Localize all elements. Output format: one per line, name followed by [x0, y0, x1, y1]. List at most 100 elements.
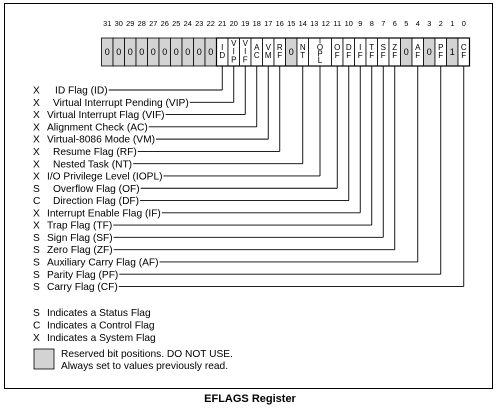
flag-label: Direction Flag (DF) [53, 196, 139, 207]
flag-label: Sign Flag (SF) [47, 233, 113, 244]
flag-type-C: C [33, 196, 40, 207]
flag-type-S: S [33, 184, 40, 195]
bit-number-8: 8 [370, 19, 374, 28]
flag-label: Overflow Flag (OF) [53, 184, 140, 195]
legend-key-C: C [33, 320, 40, 331]
flag-type-X: X [33, 135, 40, 146]
bit-number-19: 19 [241, 19, 249, 28]
register-outline [215, 37, 471, 67]
flag-type-S: S [33, 245, 40, 256]
bit-number-13: 13 [310, 19, 318, 28]
reserved-note-line: Always set to values previously read. [61, 361, 228, 372]
flag-type-X: X [33, 221, 40, 232]
bit-number-5: 5 [404, 19, 408, 28]
reserved-note-line: Reserved bit positions. DO NOT USE. [61, 349, 233, 360]
bit-number-29: 29 [126, 19, 134, 28]
register-cell-text: 0 [185, 47, 190, 57]
bit-number-28: 28 [138, 19, 146, 28]
flag-label: Parity Flag (PF) [47, 270, 118, 281]
flag-label: Resume Flag (RF) [53, 147, 137, 158]
bit-number-14: 14 [299, 19, 307, 28]
register-cell-text: 0 [151, 47, 156, 57]
bit-number-11: 11 [333, 19, 341, 28]
register-cell-text: 0 [162, 47, 167, 57]
legend-key-X: X [33, 333, 40, 344]
flag-type-X: X [33, 110, 40, 121]
bit-number-16: 16 [276, 19, 284, 28]
flag-label: Interrupt Enable Flag (IF) [47, 208, 161, 219]
bit-number-26: 26 [161, 19, 169, 28]
register-cell-text: 0 [116, 47, 121, 57]
flag-label: Virtual Interrupt Pending (VIP) [53, 98, 189, 109]
register-cell-text: 0 [174, 47, 179, 57]
bit-number-6: 6 [393, 19, 397, 28]
flag-label: Trap Flag (TF) [47, 221, 112, 232]
bit-number-2: 2 [439, 19, 443, 28]
flag-label: Zero Flag (ZF) [47, 245, 113, 256]
flag-label: Nested Task (NT) [53, 159, 132, 170]
register-cell-text: 1 [450, 47, 455, 57]
register-cell-text: 0 [289, 47, 294, 57]
register-cell-text: 0 [139, 47, 144, 57]
bit-number-3: 3 [427, 19, 431, 28]
flag-label: Alignment Check (AC) [47, 122, 148, 133]
flag-type-S: S [33, 282, 40, 293]
register-cell-text: 0 [128, 47, 133, 57]
bit-number-12: 12 [322, 19, 330, 28]
flag-label: ID Flag (ID) [55, 86, 108, 97]
bit-number-18: 18 [253, 19, 261, 28]
flag-type-S: S [33, 258, 40, 269]
bit-number-20: 20 [230, 19, 238, 28]
reserved-swatch [33, 348, 55, 370]
flag-type-X: X [33, 159, 40, 170]
bit-number-22: 22 [207, 19, 215, 28]
flag-type-X: X [33, 122, 40, 133]
bit-number-7: 7 [381, 19, 385, 28]
flag-label: Auxiliary Carry Flag (AF) [47, 258, 159, 269]
flag-type-X: X [33, 86, 40, 97]
flag-type-X: X [33, 98, 40, 109]
bit-number-0: 0 [462, 19, 466, 28]
bit-number-27: 27 [149, 19, 157, 28]
bit-number-9: 9 [358, 19, 362, 28]
bit-number-17: 17 [264, 19, 272, 28]
bit-number-23: 23 [195, 19, 203, 28]
register-cell-text: 0 [105, 47, 110, 57]
bit-number-25: 25 [172, 19, 180, 28]
flag-type-X: X [33, 172, 40, 183]
bit-number-21: 21 [218, 19, 226, 28]
legend-text: Indicates a Control Flag [47, 320, 155, 331]
bit-number-4: 4 [416, 19, 420, 28]
register-cell-text: 0 [404, 47, 409, 57]
flag-label: Virtual Interrupt Flag (VIF) [47, 110, 165, 121]
bit-number-1: 1 [450, 19, 454, 28]
flag-label: Virtual-8086 Mode (VM) [47, 135, 155, 146]
flag-type-S: S [33, 270, 40, 281]
bit-number-15: 15 [287, 19, 295, 28]
register-cell-text: 0 [208, 47, 213, 57]
bit-number-10: 10 [345, 19, 353, 28]
register-cell-text: 0 [197, 47, 202, 57]
diagram-caption: EFLAGS Register [204, 393, 296, 405]
bit-number-24: 24 [184, 19, 192, 28]
flag-label: I/O Privilege Level (IOPL) [47, 172, 163, 183]
register-cell-text: 0 [427, 47, 432, 57]
